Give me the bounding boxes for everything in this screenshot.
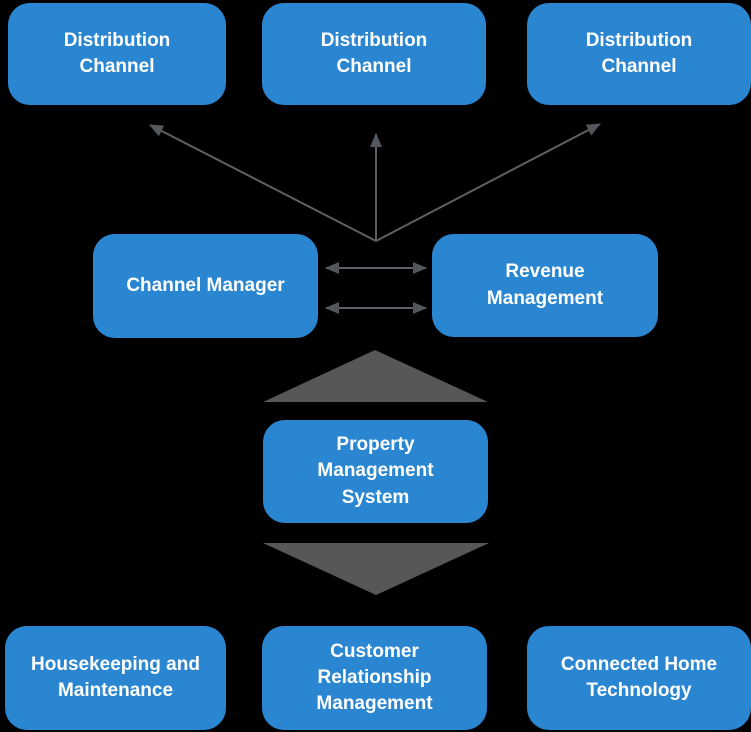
node-label: Distribution Channel <box>63 29 171 77</box>
node-housekeeping-and-maintenance: Housekeeping and Maintenance <box>5 626 226 730</box>
node-distribution-channel-3: Distribution Channel <box>527 3 751 105</box>
arrow-to-distribution-channel-1 <box>149 124 377 242</box>
node-label: Distribution Channel <box>585 29 693 77</box>
node-distribution-channel-2: Distribution Channel <box>262 3 486 105</box>
node-label: Housekeeping and Maintenance <box>31 653 200 701</box>
node-label: Property Management System <box>317 434 434 508</box>
node-revenue-management: Revenue Management <box>432 234 658 337</box>
node-customer-relationship-management: Customer Relationship Management <box>262 626 487 730</box>
node-label: Distribution Channel <box>320 29 428 77</box>
node-label: Connected Home Technology <box>560 653 718 701</box>
node-label: Customer Relationship Management <box>316 640 433 715</box>
node-channel-manager: Channel Manager <box>93 234 318 338</box>
downward-triangle-arrow <box>263 543 489 595</box>
node-connected-home-technology: Connected Home Technology <box>527 626 751 730</box>
node-distribution-channel-1: Distribution Channel <box>8 3 226 105</box>
node-label: Channel Manager <box>126 274 285 296</box>
node-label: Revenue Management <box>486 261 604 309</box>
upward-triangle-arrow <box>263 350 488 402</box>
node-property-management-system: Property Management System <box>263 420 488 523</box>
arrow-to-distribution-channel-3 <box>375 123 601 242</box>
